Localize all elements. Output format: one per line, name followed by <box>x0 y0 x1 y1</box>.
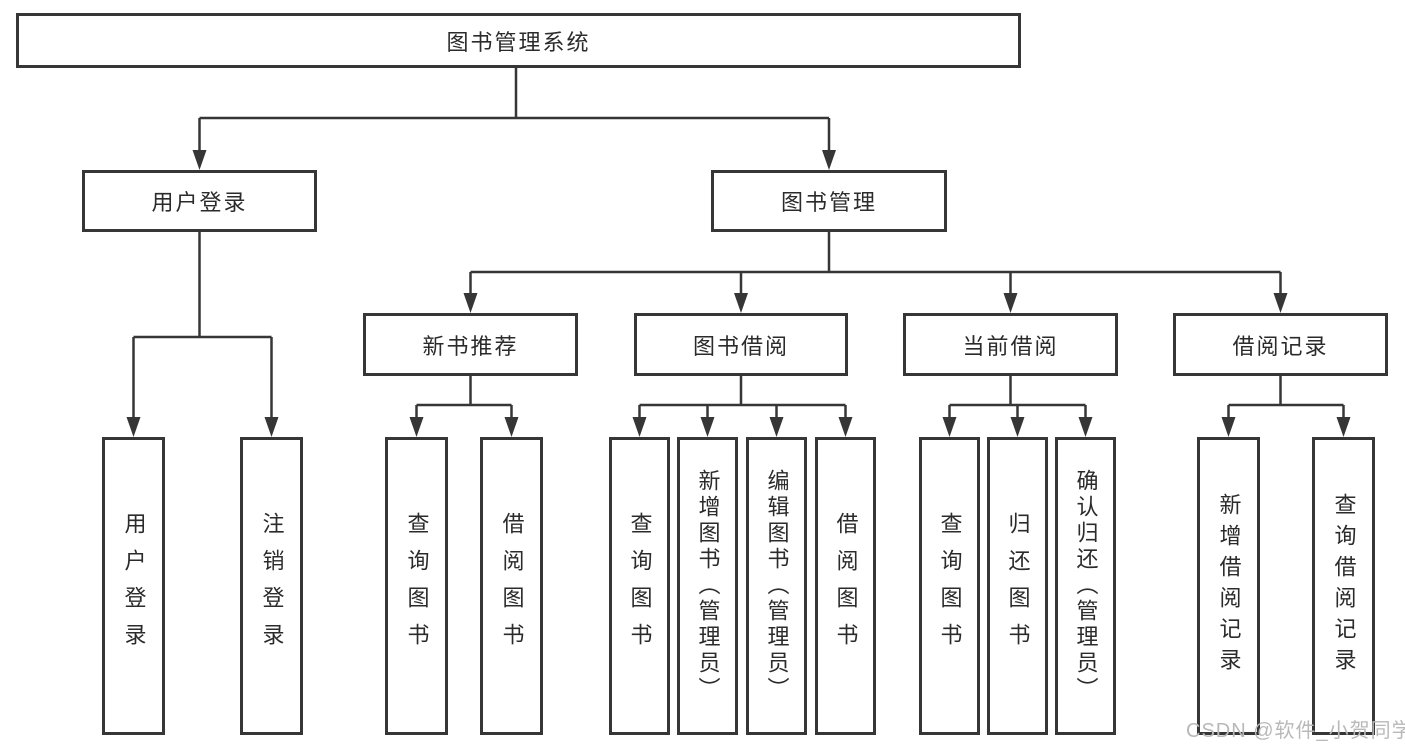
node-root-system: 图书管理系统 <box>16 13 1021 68</box>
node-new-book-recommendation: 新书推荐 <box>363 313 578 376</box>
leaf-borrowing-edit-book-admin: 编辑图书（管理员） <box>746 437 807 735</box>
arrowheads <box>126 150 1351 437</box>
node-borrowing-records: 借阅记录 <box>1173 313 1388 376</box>
leaf-current-return-book: 归还图书 <box>987 437 1048 735</box>
node-user-login: 用户登录 <box>82 170 317 232</box>
leaf-recommend-query-book: 查询图书 <box>385 437 448 735</box>
leaf-recommend-borrow-book: 借阅图书 <box>480 437 543 735</box>
node-book-borrowing: 图书借阅 <box>634 313 848 376</box>
node-current-borrowing: 当前借阅 <box>903 313 1118 376</box>
leaf-current-query-book: 查询图书 <box>919 437 980 735</box>
leaf-borrowing-borrow-book: 借阅图书 <box>815 437 876 735</box>
leaf-current-confirm-return-admin: 确认归还（管理员） <box>1055 437 1116 735</box>
leaf-logout: 注销登录 <box>240 437 303 735</box>
csdn-watermark: CSDN @软件_小贺同学 <box>1186 720 1405 742</box>
node-book-management: 图书管理 <box>711 170 947 232</box>
leaf-borrowing-add-book-admin: 新增图书（管理员） <box>677 437 738 735</box>
leaf-borrowing-query-book: 查询图书 <box>609 437 670 735</box>
leaf-records-query-record: 查询借阅记录 <box>1312 437 1375 735</box>
leaf-records-add-record: 新增借阅记录 <box>1197 437 1260 735</box>
leaf-user-login: 用户登录 <box>102 437 165 735</box>
